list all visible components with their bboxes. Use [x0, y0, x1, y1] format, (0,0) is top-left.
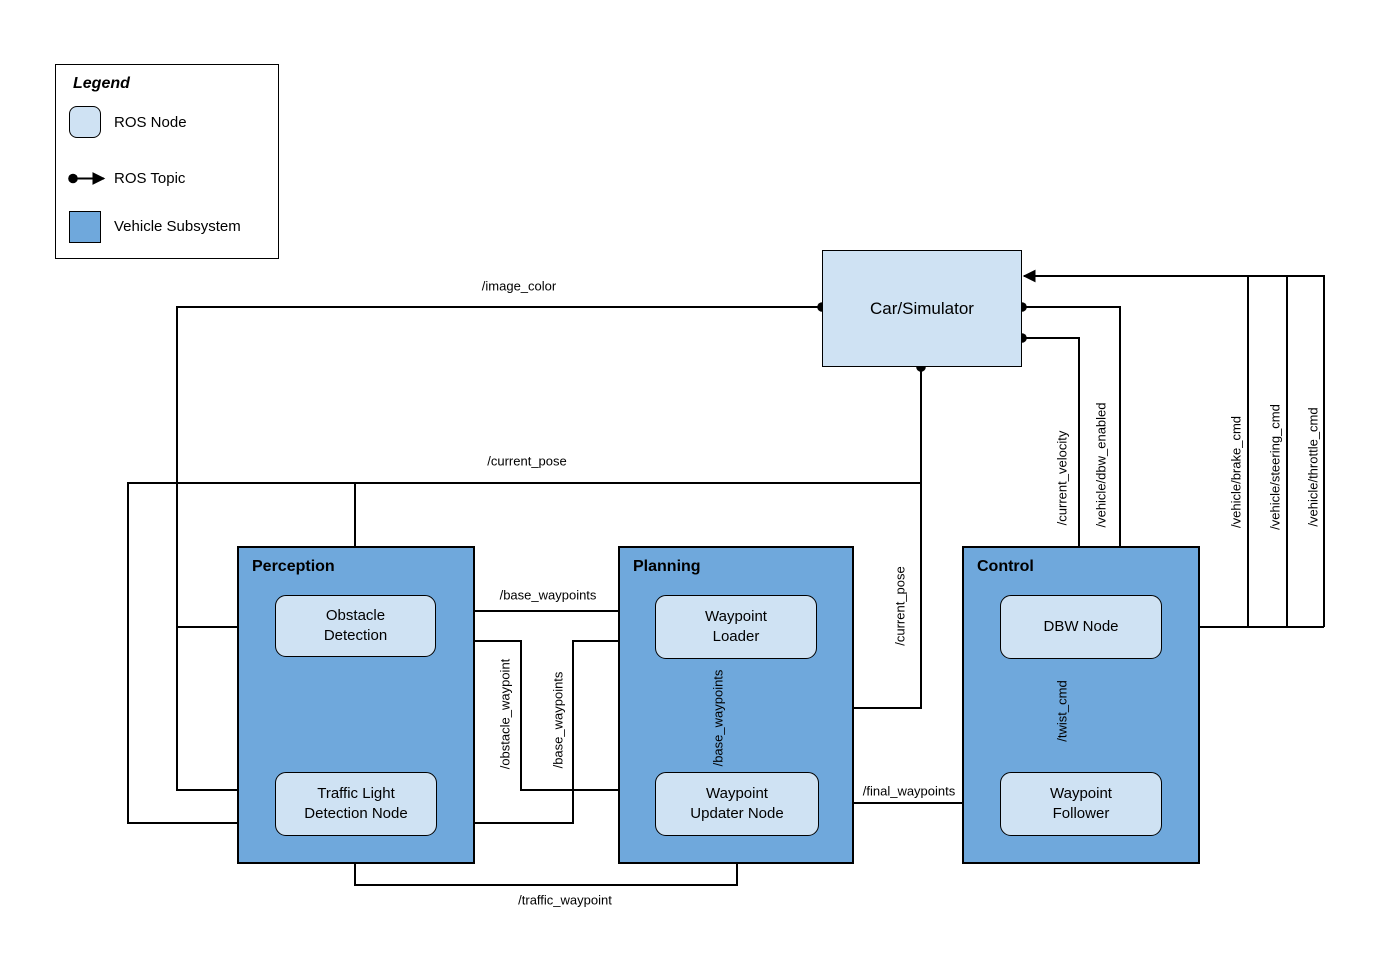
subsystem-perception-title: Perception: [252, 558, 335, 575]
ros-node-swatch: [69, 106, 101, 138]
node-waypoint-updater-label: Waypoint Updater Node: [690, 784, 784, 822]
node-obstacle-detection-label: Obstacle Detection: [323, 606, 388, 644]
node-traffic-light-detection: Traffic Light Detection Node: [275, 772, 437, 836]
topic-label-dbw-enabled: /vehicle/dbw_enabled: [1093, 402, 1109, 528]
legend-title: Legend: [73, 75, 130, 92]
topic-label-current-pose-vertical: /current_pose: [892, 566, 908, 646]
node-waypoint-updater: Waypoint Updater Node: [655, 772, 819, 836]
node-waypoint-loader: Waypoint Loader: [655, 595, 817, 659]
topic-label-current-pose: /current_pose: [487, 453, 567, 469]
topic-label-base-waypoints-vertical: /base_waypoints: [550, 671, 566, 769]
node-obstacle-detection: Obstacle Detection: [275, 595, 436, 657]
topic-label-traffic-waypoint: /traffic_waypoint: [518, 892, 612, 908]
topic-label-final-waypoints: /final_waypoints: [862, 783, 956, 799]
topic-label-steering-cmd: /vehicle/steering_cmd: [1267, 404, 1283, 530]
legend-label-vehicle-subsystem: Vehicle Subsystem: [114, 218, 241, 235]
legend: Legend ROS Node ROS Topic Vehicle Subsys…: [55, 64, 279, 259]
subsystem-control-title: Control: [977, 558, 1034, 575]
legend-label-ros-node: ROS Node: [114, 114, 187, 131]
legend-label-ros-topic: ROS Topic: [114, 170, 186, 187]
node-waypoint-follower-label: Waypoint Follower: [1050, 784, 1112, 822]
topic-label-twist-cmd: /twist_cmd: [1054, 680, 1070, 742]
node-car-simulator-label: Car/Simulator: [870, 298, 974, 318]
node-waypoint-follower: Waypoint Follower: [1000, 772, 1162, 836]
node-traffic-light-detection-label: Traffic Light Detection Node: [304, 784, 408, 822]
topic-label-image-color: /image_color: [481, 278, 557, 294]
node-car-simulator: Car/Simulator: [822, 250, 1022, 367]
topic-label-base-waypoints-loader: /base_waypoints: [710, 669, 726, 767]
node-dbw: DBW Node: [1000, 595, 1162, 659]
node-waypoint-loader-label: Waypoint Loader: [705, 607, 767, 645]
topic-label-base-waypoints: /base_waypoints: [499, 587, 597, 603]
topic-label-throttle-cmd: /vehicle/throttle_cmd: [1305, 407, 1321, 527]
topic-label-current-velocity: /current_velocity: [1054, 430, 1070, 526]
ros-topic-arrow-icon: [68, 172, 106, 185]
subsystem-planning-title: Planning: [633, 558, 701, 575]
topic-label-brake-cmd: /vehicle/brake_cmd: [1228, 416, 1244, 528]
node-dbw-label: DBW Node: [1043, 617, 1119, 635]
vehicle-subsystem-swatch: [69, 211, 101, 243]
topic-label-obstacle-waypoint: /obstacle_waypoint: [497, 658, 513, 770]
